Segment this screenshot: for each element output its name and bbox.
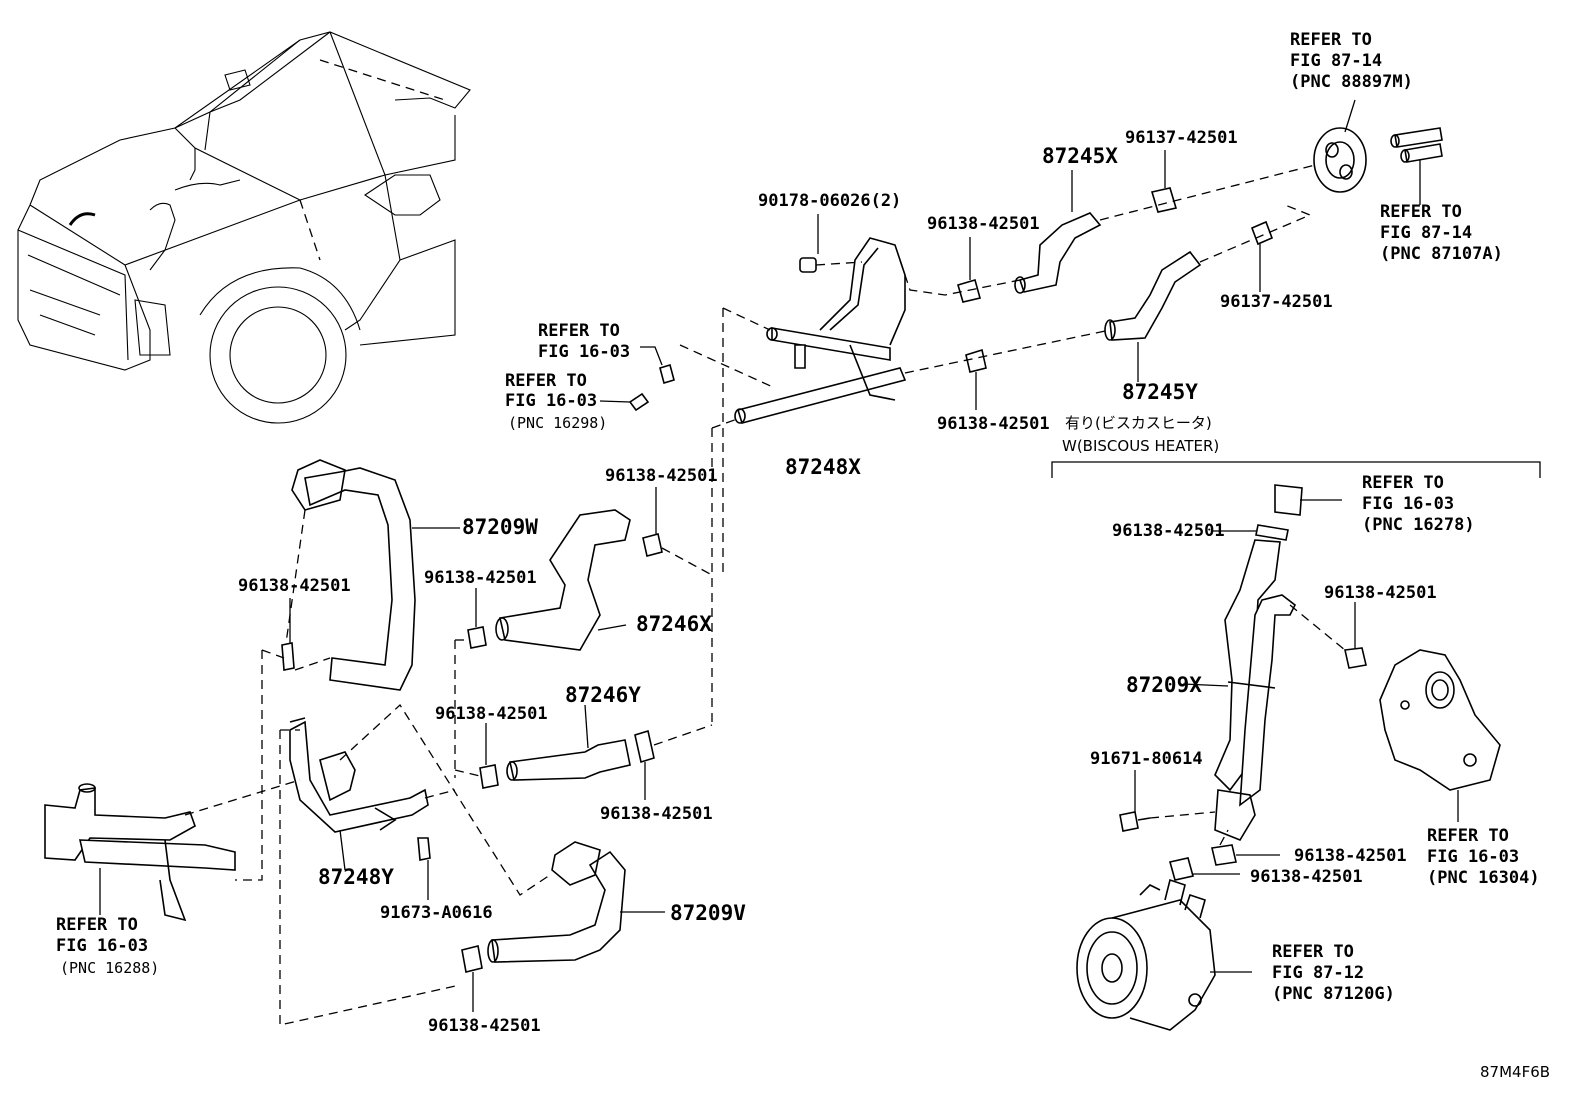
- refer-to-88897M-line3: (PNC 88897M): [1290, 72, 1413, 92]
- part-96137-top-label: 96137-42501: [1125, 128, 1238, 148]
- part-96138-k-label: 96138-42501: [1294, 846, 1407, 866]
- refer-to-87107A-line2: FIG 87-14: [1380, 223, 1473, 243]
- pipes-87107A: [1390, 127, 1443, 163]
- pipe-16288: [44, 783, 236, 922]
- clamp-96138-j: [1344, 647, 1367, 669]
- part-87246X-label: 87246X: [636, 612, 712, 636]
- refer-to-16304-line1: REFER TO: [1427, 826, 1509, 846]
- refer-to-16298-line3: (PNC 16298): [508, 414, 608, 432]
- refer-to-88897M-line1: REFER TO: [1290, 30, 1372, 50]
- clamp-96138-a: [957, 279, 981, 303]
- bolt-91671: [1119, 811, 1151, 832]
- nut-90178: [799, 257, 817, 273]
- part-96138-h-label: 96138-42501: [428, 1016, 541, 1036]
- clamp-96138-c: [281, 642, 295, 671]
- plug-16298: [628, 392, 650, 412]
- hose-87245X: [1014, 212, 1102, 294]
- refer-to-16304-line2: FIG 16-03: [1427, 847, 1520, 867]
- part-96138-b-label: 96138-42501: [937, 414, 1050, 434]
- clamp-96138-e: [467, 626, 487, 649]
- refer-to-87120G-line1: REFER TO: [1272, 942, 1354, 962]
- refer-to-16278-line3: (PNC 16278): [1362, 515, 1475, 535]
- clamp-96138-f: [634, 729, 655, 764]
- part-87209W-label: 87209W: [462, 515, 538, 539]
- refer-to-16-03-clip-line2: FIG 16-03: [538, 342, 631, 362]
- part-96138-a-label: 96138-42501: [927, 214, 1040, 234]
- part-96138-c-label: 96138-42501: [238, 576, 351, 596]
- part-96138-j-label: 96138-42501: [1324, 583, 1437, 603]
- variant-note-jp: 有り(ビスカスヒータ): [1065, 414, 1212, 432]
- part-96138-l-label: 96138-42501: [1250, 867, 1363, 887]
- viscous-heater-87120G: [1076, 878, 1216, 1031]
- refer-to-87120G-line2: FIG 87-12: [1272, 963, 1365, 983]
- refer-to-16288-line2: FIG 16-03: [56, 936, 149, 956]
- pipe-87248X: [734, 237, 907, 424]
- part-96137-right-label: 96137-42501: [1220, 292, 1333, 312]
- grommet-88897M: [1313, 127, 1367, 193]
- clamp-96138-i: [1255, 524, 1289, 541]
- part-91671-label: 91671-80614: [1090, 749, 1203, 769]
- hose-87245Y: [1104, 250, 1202, 341]
- part-87246Y-label: 87246Y: [565, 683, 641, 707]
- clamp-96138-l: [1169, 857, 1194, 881]
- refer-to-16298-line1: REFER TO: [505, 371, 587, 391]
- refer-to-87120G-line3: (PNC 87120G): [1272, 984, 1395, 1004]
- pipe-87248Y: [289, 717, 429, 833]
- part-87248Y-label: 87248Y: [318, 865, 394, 889]
- hose-87246Y: [506, 739, 631, 781]
- hose-87246X: [495, 509, 631, 651]
- refer-to-16278-line1: REFER TO: [1362, 473, 1444, 493]
- part-96138-g-label: 96138-42501: [435, 704, 548, 724]
- refer-to-16278-line2: FIG 16-03: [1362, 494, 1455, 514]
- part-87245Y-label: 87245Y: [1122, 380, 1198, 404]
- part-87248X-label: 87248X: [785, 455, 861, 479]
- part-87209X-label: 87209X: [1126, 673, 1202, 697]
- refer-to-87107A-line3: (PNC 87107A): [1380, 244, 1503, 264]
- refer-to-88897M-line2: FIG 87-14: [1290, 51, 1383, 71]
- clamp-96138-b: [965, 348, 987, 373]
- pipe-16278: [1274, 484, 1303, 516]
- bolt-91673: [417, 837, 431, 861]
- refer-to-16304-line3: (PNC 16304): [1427, 868, 1540, 888]
- part-96138-i-label: 96138-42501: [1112, 521, 1225, 541]
- clip-16-03: [659, 363, 675, 385]
- water-pump-16304: [1379, 649, 1501, 791]
- clamp-96137-top: [1150, 187, 1178, 213]
- clamp-96137-right: [1250, 220, 1274, 246]
- clamp-96138-k: [1211, 844, 1237, 866]
- part-91673-label: 91673-A0616: [380, 903, 493, 923]
- refer-to-87107A-line1: REFER TO: [1380, 202, 1462, 222]
- hose-87209X: [1214, 539, 1297, 841]
- vehicle-illustration: [17, 31, 471, 424]
- part-90178-label: 90178-06026(2): [758, 191, 902, 211]
- clamp-96138-h: [461, 945, 483, 973]
- part-87245X-label: 87245X: [1042, 144, 1118, 168]
- refer-to-16-03-clip-line1: REFER TO: [538, 321, 620, 341]
- part-96138-e-label: 96138-42501: [424, 568, 537, 588]
- refer-to-16298-line2: FIG 16-03: [505, 391, 598, 411]
- figure-code: 87M4F6B: [1480, 1063, 1551, 1081]
- variant-note: W(BISCOUS HEATER): [1062, 437, 1220, 455]
- part-87209V-label: 87209V: [670, 901, 746, 925]
- refer-to-16288-line3: (PNC 16288): [60, 959, 160, 977]
- refer-to-16288-line1: REFER TO: [56, 915, 138, 935]
- hose-87209W: [291, 459, 416, 691]
- clamp-96138-d: [642, 533, 663, 557]
- part-96138-f-label: 96138-42501: [600, 804, 713, 824]
- clamp-96138-g: [479, 764, 499, 789]
- part-96138-d-label: 96138-42501: [605, 466, 718, 486]
- hose-87209V: [487, 841, 626, 963]
